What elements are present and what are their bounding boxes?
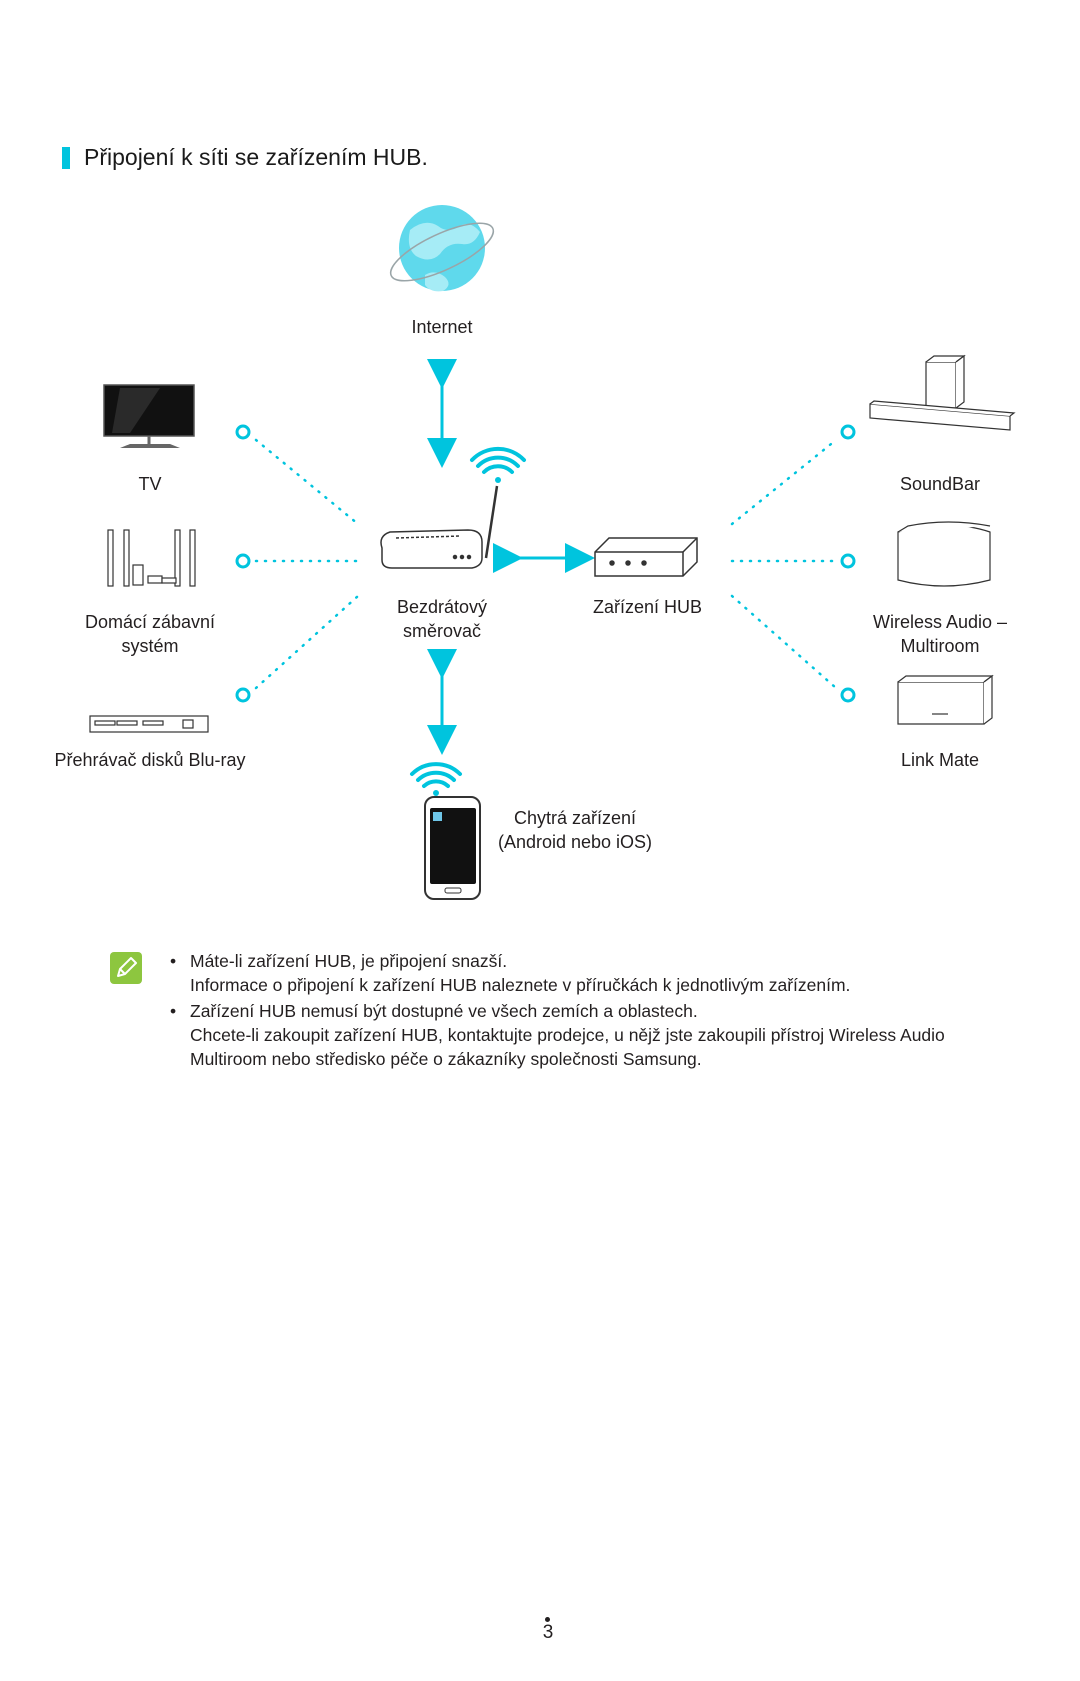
hub-label: Zařízení HUB bbox=[592, 597, 703, 617]
internet-label: Internet bbox=[411, 317, 473, 337]
link-mate-icon bbox=[897, 674, 994, 725]
bluray-label: Přehrávač disků Blu-ray bbox=[54, 750, 246, 770]
bluray-player-icon bbox=[89, 715, 209, 733]
wireless-links bbox=[254, 438, 838, 690]
wireless-audio-speaker-icon bbox=[897, 521, 991, 587]
bullet: • bbox=[170, 951, 177, 971]
page-number-dot bbox=[545, 1617, 550, 1622]
note-line: Multiroom nebo středisko péče o zákazník… bbox=[190, 1049, 702, 1069]
smart-device-label: Chytrá zařízení (Android nebo iOS) bbox=[497, 808, 653, 852]
network-diagram: Internet TV Domácí zábavní systém Přehrá… bbox=[0, 200, 1080, 920]
bullet: • bbox=[170, 1001, 177, 1021]
note-line: Zařízení HUB nemusí být dostupné ve všec… bbox=[190, 1001, 698, 1021]
link-mate-label: Link Mate bbox=[900, 750, 980, 770]
note-item: • Máte-li zařízení HUB, je připojení sna… bbox=[170, 949, 1000, 997]
hub-icon bbox=[594, 537, 698, 577]
note-line: Chcete-li zakoupit zařízení HUB, kontakt… bbox=[190, 1025, 945, 1045]
tv-icon bbox=[103, 384, 195, 448]
home-theater-label: Domácí zábavní systém bbox=[84, 612, 216, 656]
page-number: 3 bbox=[542, 1622, 554, 1643]
soundbar-icon bbox=[869, 354, 1016, 431]
note-line: Informace o připojení k zařízení HUB nal… bbox=[190, 975, 851, 995]
link-endpoints bbox=[235, 424, 856, 703]
note-pencil-icon bbox=[110, 952, 142, 984]
heading-accent-bar bbox=[62, 147, 70, 169]
tv-label: TV bbox=[138, 474, 162, 494]
note-line: Máte-li zařízení HUB, je připojení snazš… bbox=[190, 951, 508, 971]
note-item: • Zařízení HUB nemusí být dostupné ve vš… bbox=[170, 999, 1000, 1071]
router-icon bbox=[380, 485, 499, 569]
router-label: Bezdrátový směrovač bbox=[396, 597, 488, 641]
diagram-graphics bbox=[89, 205, 1016, 900]
home-theater-icon bbox=[107, 529, 196, 587]
router-wifi-icon bbox=[470, 446, 526, 483]
wireless-audio-label: Wireless Audio – Multiroom bbox=[872, 612, 1008, 656]
soundbar-label: SoundBar bbox=[899, 474, 981, 494]
page-title: Připojení k síti se zařízením HUB. bbox=[84, 144, 428, 170]
globe-icon bbox=[389, 205, 495, 292]
notes-list: • Máte-li zařízení HUB, je připojení sna… bbox=[170, 949, 1000, 1073]
smartphone-icon bbox=[424, 796, 481, 900]
phone-wifi-icon bbox=[410, 762, 462, 796]
